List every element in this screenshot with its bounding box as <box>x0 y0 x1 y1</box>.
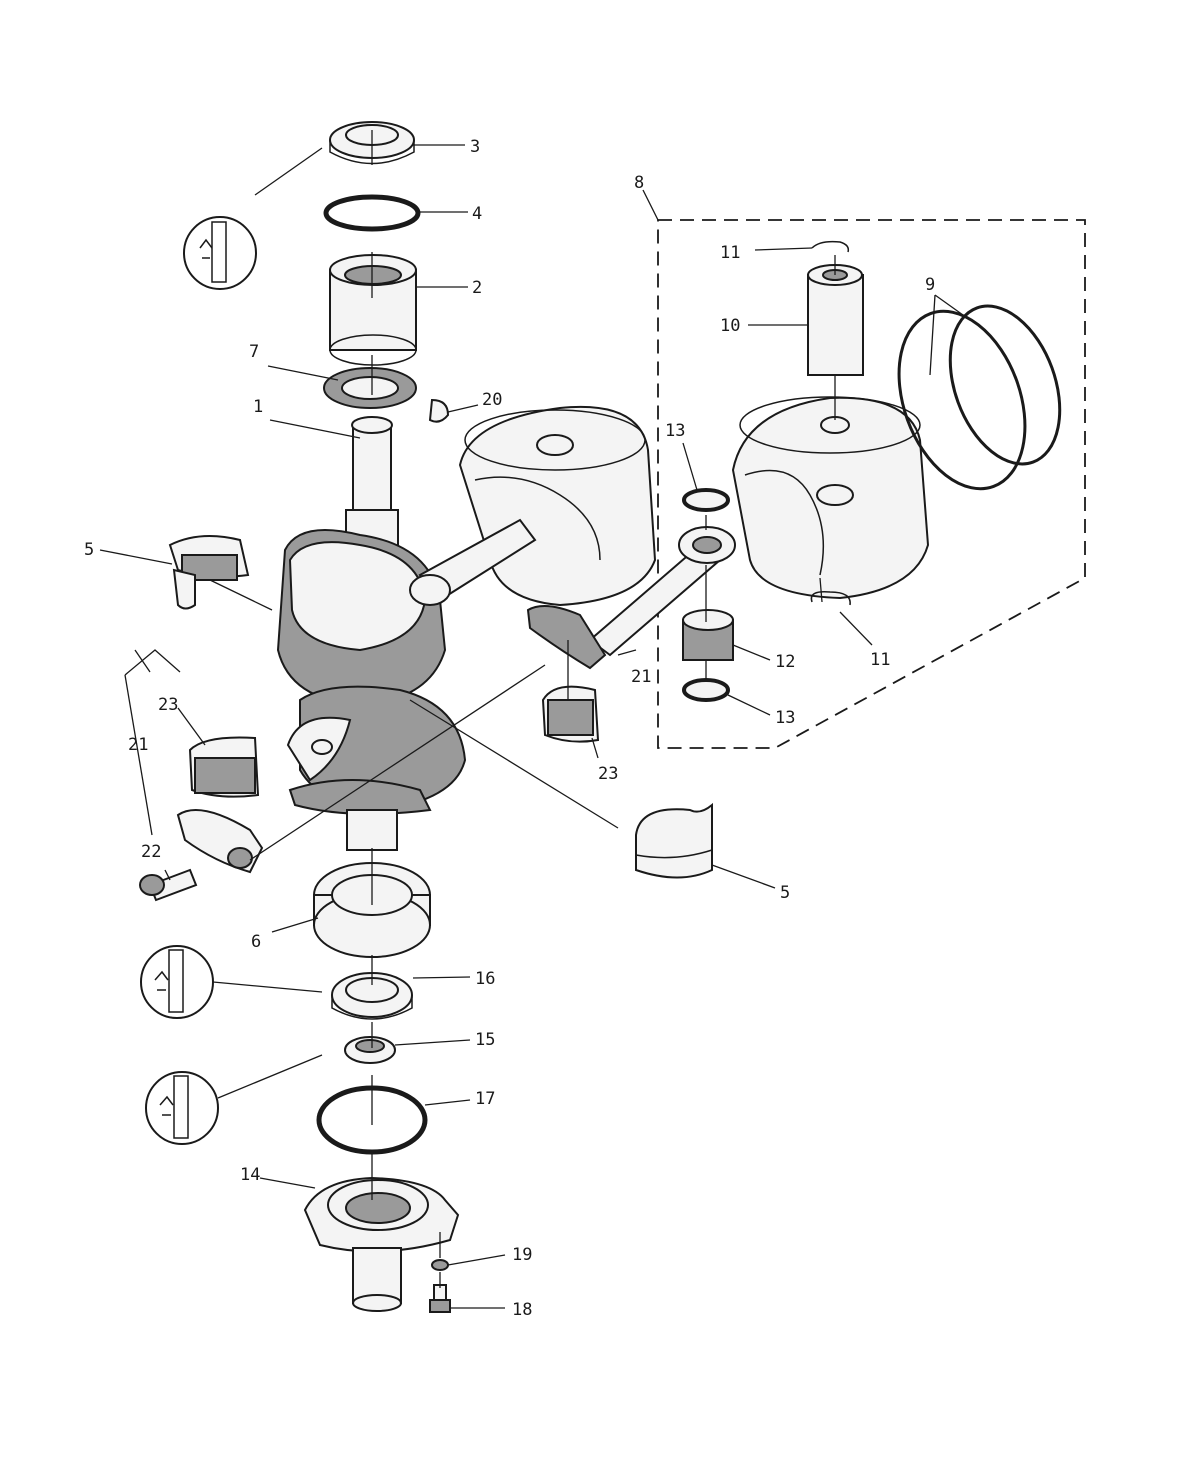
callout-15: 15 <box>475 1030 495 1050</box>
callout-13b: 13 <box>775 708 795 728</box>
callout-13a: 13 <box>665 421 685 441</box>
piston-rings <box>897 304 1062 491</box>
grease-tube-icon <box>183 216 257 290</box>
callout-10: 10 <box>720 316 740 336</box>
rod-bearing-left <box>188 736 260 798</box>
callout-9: 9 <box>925 275 935 295</box>
connecting-rod-left <box>409 518 537 606</box>
rod-cap-bolt <box>139 868 198 902</box>
callout-18: 18 <box>512 1300 532 1320</box>
grease-tube-icon <box>145 1071 219 1145</box>
callout-2: 2 <box>472 278 482 298</box>
callout-17: 17 <box>475 1089 495 1109</box>
washer-rod-top <box>682 488 730 512</box>
washer-rod-bottom <box>682 678 730 702</box>
callout-4: 4 <box>472 204 482 224</box>
connecting-rod-right <box>526 526 736 670</box>
callout-14: 14 <box>240 1165 260 1185</box>
main-bearing-upper <box>168 535 250 610</box>
leader-lines <box>99 130 971 1309</box>
woodruff-key <box>428 398 450 423</box>
crankshaft <box>276 416 467 851</box>
callout-23a: 23 <box>158 695 178 715</box>
callout-5b: 5 <box>780 883 790 903</box>
main-bearing-lower <box>635 802 713 879</box>
callout-6: 6 <box>251 932 261 952</box>
rod-bearing-right <box>541 685 600 743</box>
rod-cap-left <box>176 809 264 874</box>
lock-ring-top <box>811 240 850 253</box>
oil-seal-lower-small <box>344 1036 396 1064</box>
piston-right <box>731 396 930 600</box>
needle-bearing-rod <box>682 609 734 661</box>
end-cap <box>303 1176 460 1312</box>
callout-3: 3 <box>470 137 480 157</box>
callout-1: 1 <box>253 397 263 417</box>
o-ring-top <box>323 194 421 232</box>
lock-ring-bottom <box>810 590 851 606</box>
oil-seal-lower-large <box>331 972 413 1020</box>
callout-19: 19 <box>512 1245 532 1265</box>
callout-8: 8 <box>634 173 644 193</box>
callout-21a: 21 <box>631 667 651 687</box>
needle-bearing-top <box>329 254 417 366</box>
grease-tube-icon <box>140 945 214 1019</box>
callout-20: 20 <box>482 390 502 410</box>
thrust-washer <box>323 367 417 409</box>
callout-21b: 21 <box>128 735 148 755</box>
washer <box>431 1259 449 1271</box>
callout-23b: 23 <box>598 764 618 784</box>
callout-11b: 11 <box>870 650 890 670</box>
callout-5a: 5 <box>84 540 94 560</box>
cap-screw <box>429 1284 451 1313</box>
piston-assembly-boundary <box>657 219 1086 749</box>
piston-pin <box>807 264 864 376</box>
callout-16: 16 <box>475 969 495 989</box>
callout-11a: 11 <box>720 243 740 263</box>
callout-12: 12 <box>775 652 795 672</box>
piston-left <box>458 406 657 607</box>
callout-7: 7 <box>249 342 259 362</box>
callout-22: 22 <box>141 842 161 862</box>
